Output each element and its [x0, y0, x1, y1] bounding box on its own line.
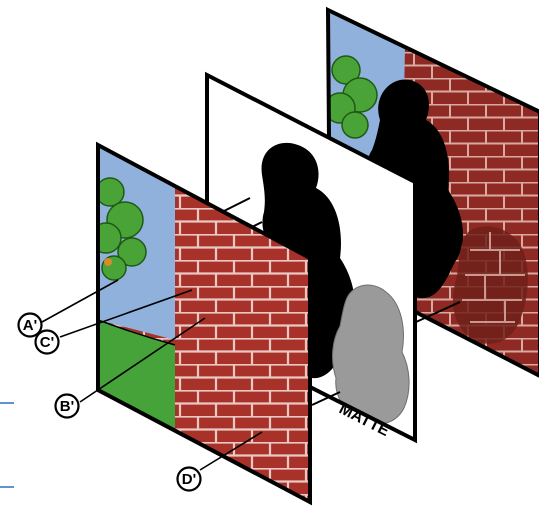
accent-ticks: [0, 403, 14, 487]
callout-b: B': [56, 395, 79, 418]
callout-d: D': [178, 468, 201, 491]
callout-b-label: B': [60, 398, 74, 415]
callout-d-label: D': [182, 471, 196, 488]
callout-c: C': [36, 331, 59, 354]
callout-a-label: A': [23, 317, 37, 334]
callout-c-label: C': [40, 334, 54, 351]
callout-a: A': [19, 314, 42, 337]
